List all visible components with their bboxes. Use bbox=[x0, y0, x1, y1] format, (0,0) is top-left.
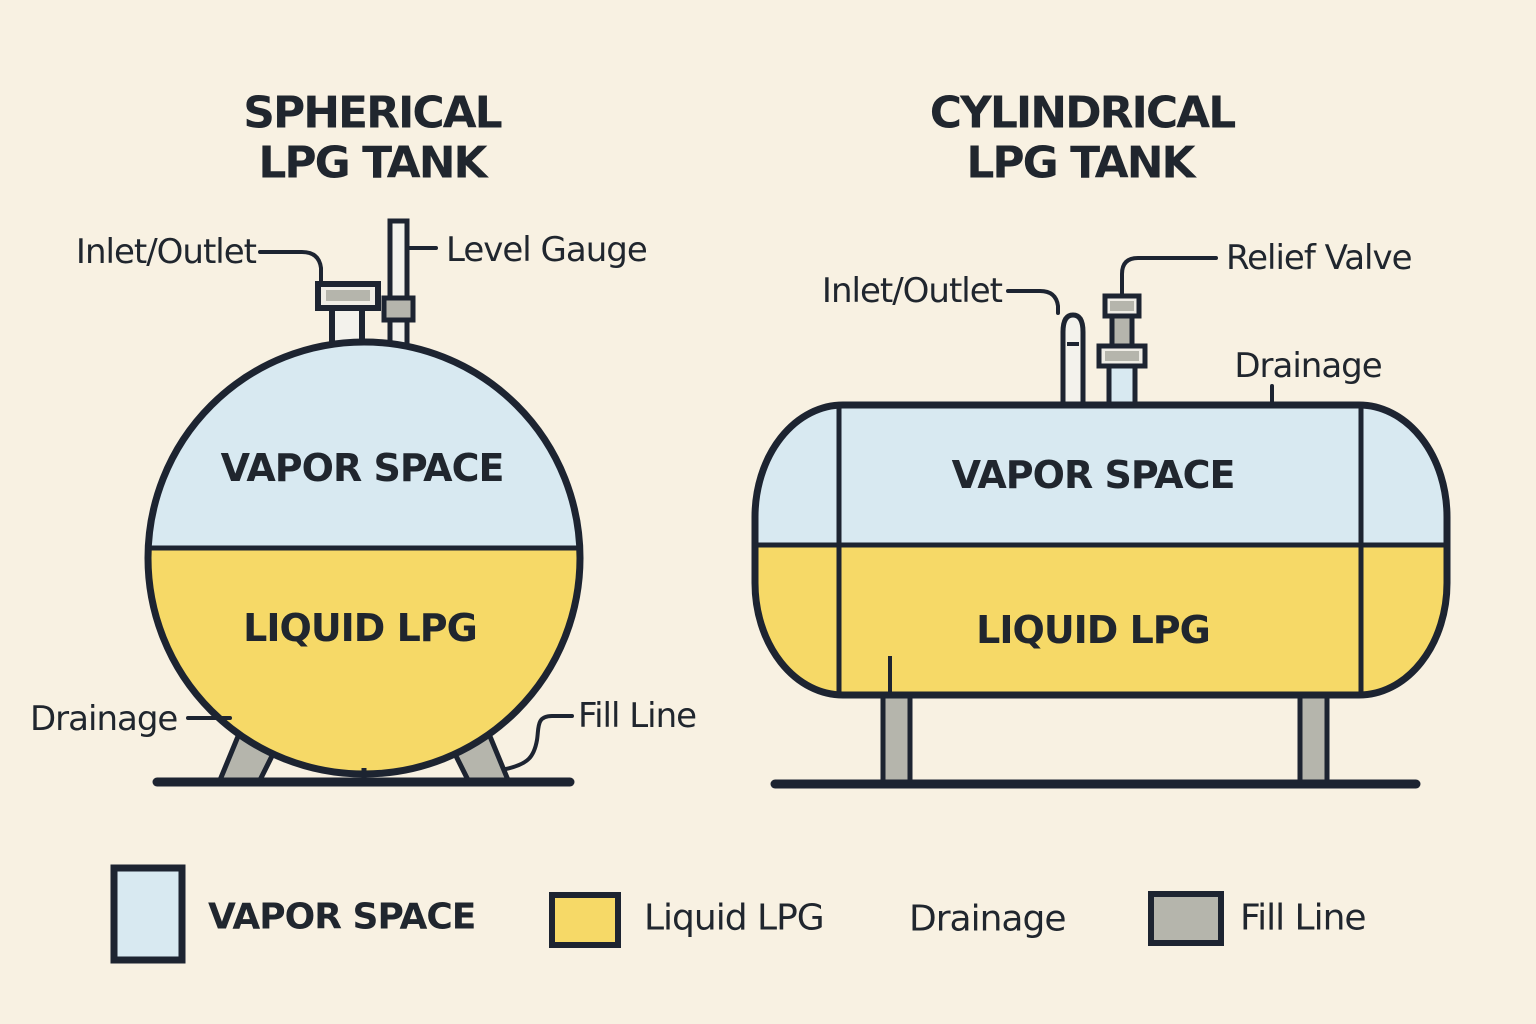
legend-label-vapor: VAPOR SPACE bbox=[208, 897, 475, 938]
inlet-flange-band bbox=[326, 290, 370, 301]
sphere-vapor-label: VAPOR SPACE bbox=[221, 446, 504, 490]
legend-swatch-fill-line bbox=[1148, 891, 1224, 946]
right-title-line1: CYLINDRICAL bbox=[930, 88, 1236, 139]
left-title-line1: SPHERICAL bbox=[243, 88, 501, 139]
inlet-outlet-label: Inlet/Outlet bbox=[822, 271, 1003, 311]
relief-valve-pipe bbox=[1106, 359, 1138, 409]
legend-label-fill-line: Fill Line bbox=[1240, 898, 1366, 939]
inlet-outlet-label: Inlet/Outlet bbox=[76, 232, 257, 272]
left-title-line2: LPG TANK bbox=[258, 138, 489, 189]
level-gauge-label: Level Gauge bbox=[446, 230, 647, 270]
right-title-line2: LPG TANK bbox=[966, 138, 1197, 189]
relief-valve-body bbox=[1109, 311, 1135, 351]
level-gauge-collar bbox=[381, 295, 416, 323]
inlet-outlet-leader bbox=[258, 250, 323, 285]
relief-valve-lower-band bbox=[1105, 351, 1139, 361]
inlet-tube bbox=[1060, 312, 1086, 407]
level-gauge-tube bbox=[387, 218, 410, 350]
sphere-liquid-label: LIQUID LPG bbox=[243, 606, 477, 650]
legend-label-drainage: Drainage bbox=[909, 899, 1065, 940]
relief-valve-label: Relief Valve bbox=[1226, 238, 1412, 278]
legend-swatch-liquid bbox=[549, 892, 621, 948]
spherical-tank-diagram: SPHERICAL LPG TANK VAPOR SPACE LIQUID LP… bbox=[30, 88, 697, 787]
cylinder-vapor-label: VAPOR SPACE bbox=[952, 453, 1235, 497]
relief-valve-top-band bbox=[1110, 301, 1134, 311]
relief-valve-leader bbox=[1120, 256, 1218, 296]
cylindrical-tank-diagram: CYLINDRICAL LPG TANK VAPOR SPACE LIQUID … bbox=[751, 88, 1451, 789]
cylinder-vapor-region bbox=[755, 405, 1447, 545]
drainage-label: Drainage bbox=[1234, 346, 1381, 386]
cylinder-liquid-label: LIQUID LPG bbox=[976, 608, 1210, 652]
fill-line-leader bbox=[504, 714, 574, 771]
cylinder-liquid-region bbox=[755, 545, 1447, 695]
drainage-label: Drainage bbox=[30, 699, 177, 739]
legend-swatch-vapor bbox=[110, 864, 186, 964]
legend-label-liquid: Liquid LPG bbox=[644, 898, 824, 939]
inlet-outlet-leader bbox=[1006, 289, 1060, 315]
tank-leg bbox=[1297, 692, 1330, 785]
tank-leg bbox=[880, 692, 913, 785]
fill-line-label: Fill Line bbox=[578, 696, 696, 736]
cylinder-outline bbox=[751, 401, 1451, 699]
legend: VAPOR SPACE Liquid LPG Drainage Fill Lin… bbox=[110, 864, 1367, 964]
